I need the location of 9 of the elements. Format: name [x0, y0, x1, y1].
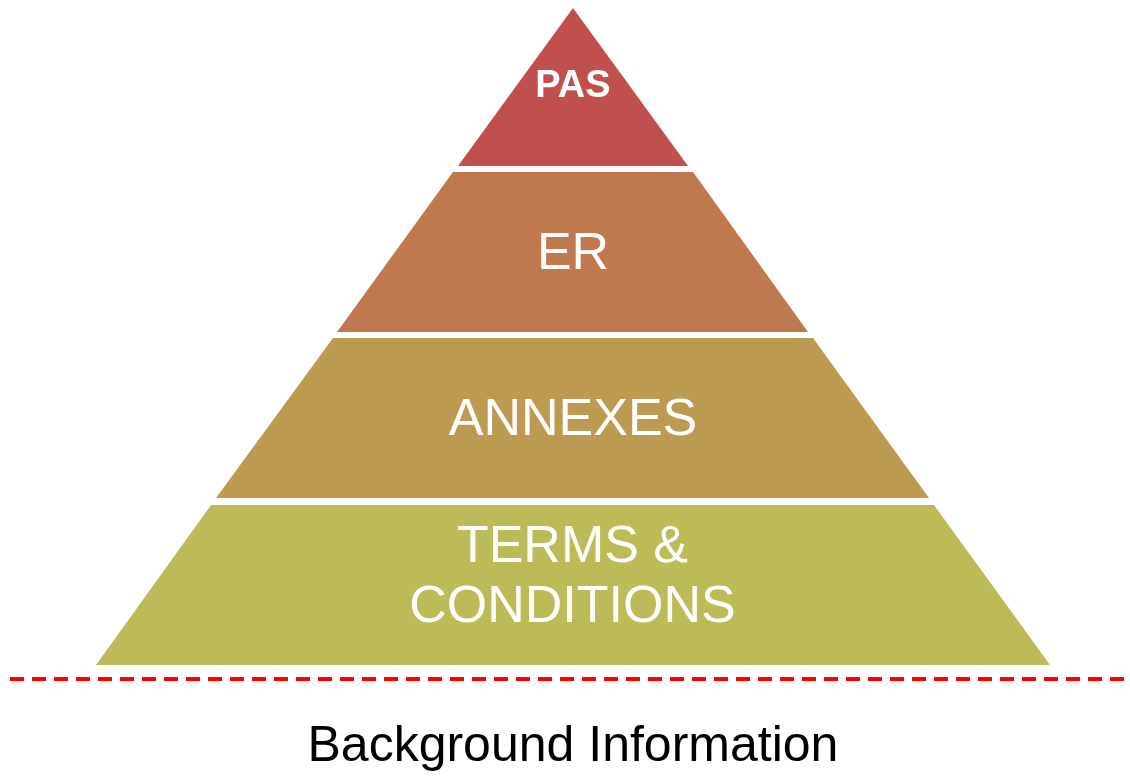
tier-label: TERMS & CONDITIONS: [408, 515, 737, 635]
pyramid-tier: [458, 8, 688, 166]
pyramid-tier: [337, 172, 808, 332]
pyramid-tier: [216, 338, 929, 498]
caption-text: Background Information: [307, 715, 839, 773]
tier-label: ANNEXES: [447, 388, 699, 448]
pyramid-tier: [96, 505, 1050, 665]
tier-label: ER: [535, 222, 611, 282]
tier-label: PAS: [534, 63, 612, 107]
